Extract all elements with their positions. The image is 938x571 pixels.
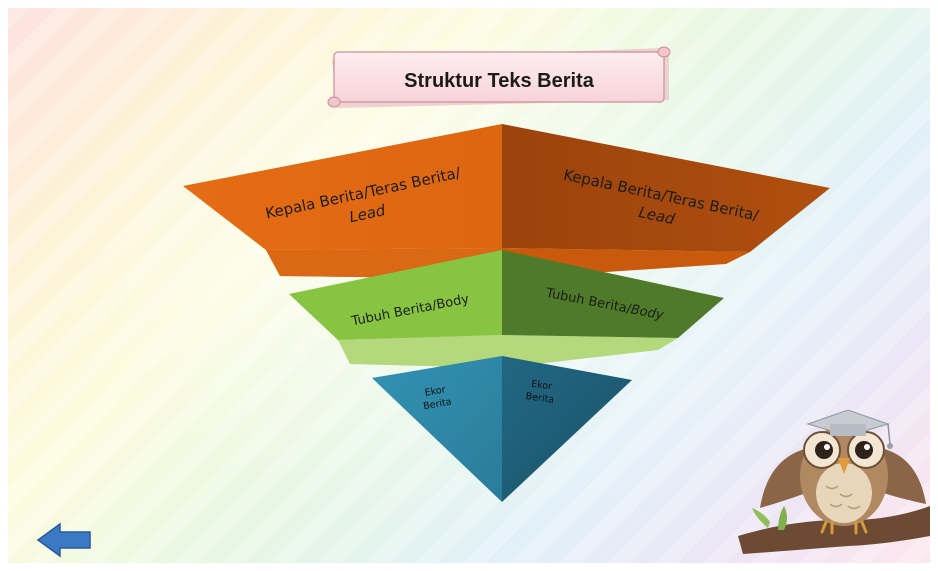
tier-ekor-right-label: Ekor [531,379,553,393]
tier-kepala-left-face [183,124,502,250]
title-banner: Struktur Teks Berita [327,46,671,108]
tier-tubuh-lip [338,335,678,368]
tier-kepala-right-face [502,124,830,252]
tier-ekor-right-label-2: Berita [525,391,555,406]
slide-background: Struktur Teks Berita Kepala Berita/Teras… [8,8,930,563]
tier-ekor: Ekor Berita Ekor Berita [372,356,632,502]
tier-tubuh: Tubuh Berita/Body Tubuh Berita/Body [289,250,724,368]
tier-tubuh-right-face [502,250,724,338]
tier-ekor-left-face [372,356,502,502]
tier-ekor-left-label: Ekor [424,384,447,398]
left-arrow-icon [36,522,91,558]
tier-ekor-right-face [502,356,632,502]
tier-ekor-left-label-2: Berita [423,396,453,412]
tier-kepala: Kepala Berita/Teras Berita/ Lead Kepala … [183,124,830,279]
pyramid-diagram: Struktur Teks Berita Kepala Berita/Teras… [36,46,930,558]
back-button[interactable] [36,522,91,558]
page-title: Struktur Teks Berita [404,70,595,92]
tier-tubuh-left-face [289,250,502,340]
owl-graduate-icon [738,409,930,554]
